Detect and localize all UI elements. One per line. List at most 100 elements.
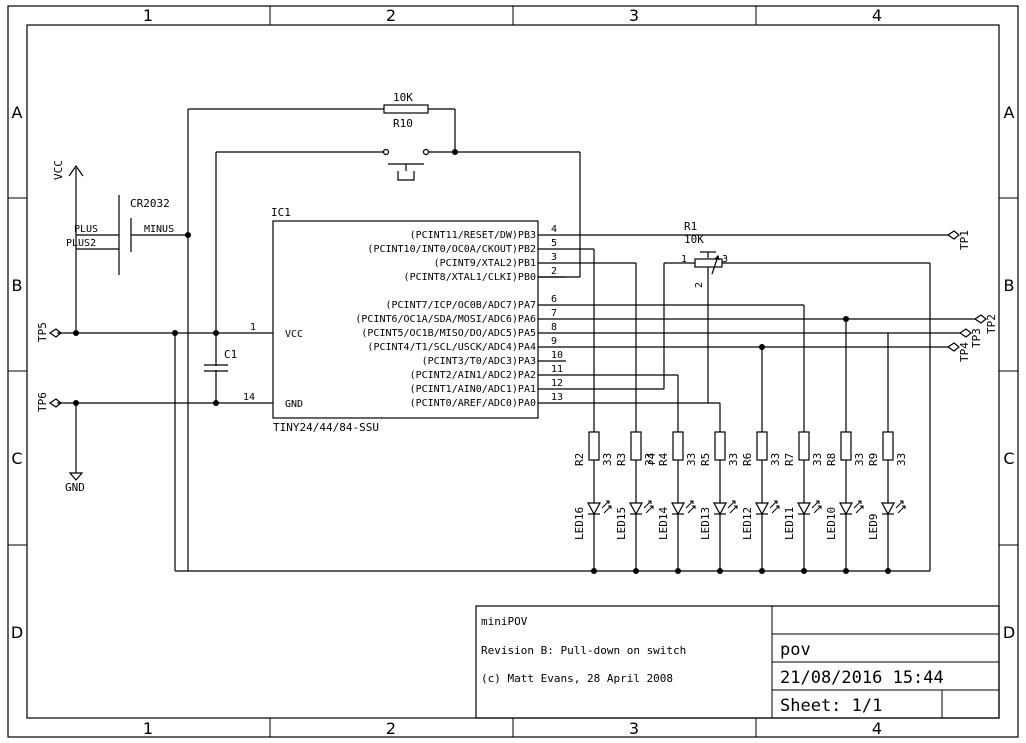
- ic1-pin-label: (PCINT7/ICP/OC0B/ADC7)PA7: [385, 300, 536, 311]
- resistor: [714, 431, 726, 461]
- junction-dot: [759, 568, 765, 574]
- led-label: LED12: [741, 507, 754, 540]
- vcc-symbol: VCC: [52, 160, 84, 333]
- tp1-label: TP1: [958, 230, 971, 250]
- ic1-pin-label: (PCINT2/AIN1/ADC2)PA2: [410, 370, 536, 381]
- ic1-pin-label: (PCINT4/T1/SCL/USCK/ADC4)PA4: [367, 342, 536, 353]
- junction-dot: [213, 330, 219, 336]
- led-label: LED9: [867, 514, 880, 541]
- resistor-name: R6: [741, 453, 754, 466]
- tp6-label: TP6: [36, 392, 49, 412]
- copyright-text: (c) Matt Evans, 28 April 2008: [481, 672, 673, 685]
- ic1-part: TINY24/44/84-SSU: [273, 421, 379, 434]
- ic1-pin-label: (PCINT10/INT0/OC0A/CKOUT)PB2: [367, 244, 536, 255]
- ic1-pin-label: (PCINT8/XTAL1/CLKI)PB0: [404, 272, 536, 283]
- supply-wiring: [57, 109, 930, 572]
- resistor-name: R7: [783, 453, 796, 466]
- led-label: LED15: [615, 507, 628, 540]
- row-label: D: [1003, 623, 1015, 642]
- col-label: 2: [386, 6, 396, 25]
- r1-name: R1: [684, 220, 697, 233]
- battery-minus-label: MINUS: [144, 224, 174, 235]
- row-label: D: [11, 623, 23, 642]
- ic1-vcc-pin: VCC: [285, 329, 303, 340]
- resistor-name: R3: [615, 453, 628, 466]
- ic1-pin-number: 7: [551, 308, 557, 319]
- col-label: 3: [629, 6, 639, 25]
- junction-dot: [633, 568, 639, 574]
- ic1-name: IC1: [271, 206, 291, 219]
- tp4-label: TP4: [958, 342, 971, 362]
- resistor: [882, 431, 894, 461]
- led-light-arrows: [727, 500, 738, 514]
- led-diode: [880, 502, 896, 516]
- tp4-symbol: [946, 342, 960, 352]
- led-diode: [628, 502, 644, 516]
- vcc-label: VCC: [52, 160, 65, 180]
- led-diode: [838, 502, 854, 516]
- resistor: [588, 431, 600, 461]
- ic1-pin-number: 12: [551, 378, 563, 389]
- col-label: 2: [386, 719, 396, 738]
- resistor-name: R9: [867, 453, 880, 466]
- row-label: B: [1004, 276, 1015, 295]
- ic1-gnd-pin: GND: [285, 399, 303, 410]
- battery-label: CR2032: [130, 197, 170, 210]
- ic1-pin-label: (PCINT1/AIN0/ADC1)PA1: [410, 384, 536, 395]
- project-name: miniPOV: [481, 615, 528, 628]
- testpoint-tp6: TP6: [36, 392, 62, 412]
- ic1-pin-label: (PCINT0/AREF/ADC0)PA0: [410, 398, 536, 409]
- resistor-name: R4: [657, 452, 670, 466]
- tp1-symbol: [946, 230, 960, 240]
- led-light-arrows: [685, 500, 696, 514]
- led-light-arrows: [769, 500, 780, 514]
- testpoint-tp5: TP5: [36, 322, 62, 342]
- resistor-value: 33: [643, 453, 656, 466]
- c1-label: C1: [224, 348, 237, 361]
- ic1-pin-number: 9: [551, 336, 557, 347]
- junction-dot: [843, 316, 849, 322]
- led-light-arrows: [811, 500, 822, 514]
- ic1-pin-number: 13: [551, 392, 563, 403]
- ic1-pin-label: (PCINT3/T0/ADC3)PA3: [422, 356, 536, 367]
- resistor-value: 33: [895, 453, 908, 466]
- junction-dot: [73, 400, 79, 406]
- col-label: 1: [143, 6, 153, 25]
- trimmer-r1: R1 10K 1 3 2: [663, 220, 930, 403]
- junction-dot: [73, 330, 79, 336]
- tp3-symbol: [958, 328, 972, 338]
- ic1-pin-number: 14: [243, 392, 255, 403]
- ic1-pin-number: 2: [551, 266, 557, 277]
- resistor-value: 33: [685, 453, 698, 466]
- battery-plus2-label: PLUS2: [66, 238, 96, 249]
- resistor: [840, 431, 852, 461]
- resistor-name: R5: [699, 453, 712, 466]
- resistor: [798, 431, 810, 461]
- junction-dot: [213, 400, 219, 406]
- row-label: C: [11, 449, 22, 468]
- ic1-pin-label: (PCINT11/RESET/DW)PB3: [410, 230, 536, 241]
- resistor-name: R2: [573, 453, 586, 466]
- junction-dot: [172, 330, 178, 336]
- r1-pin-number: 1: [681, 254, 687, 265]
- led-diode: [754, 502, 770, 516]
- ic1-pin-number: 5: [551, 238, 557, 249]
- resistor-value: 33: [769, 453, 782, 466]
- junction-dot: [717, 568, 723, 574]
- row-label: C: [1003, 449, 1014, 468]
- col-label: 4: [872, 6, 882, 25]
- resistor-value: 33: [853, 453, 866, 466]
- battery-plus-label: PLUS: [74, 224, 98, 235]
- resistor-name: R8: [825, 453, 838, 466]
- resistor-r10: 10K R10: [188, 91, 456, 152]
- ic1-pin-number: 6: [551, 294, 557, 305]
- ic1-pin-number: 3: [551, 252, 557, 263]
- row-label: A: [12, 103, 23, 122]
- ic1-pin-number: 10: [551, 350, 563, 361]
- junction-dot: [759, 344, 765, 350]
- resistor: [672, 431, 684, 461]
- battery-cr2032: CR2032 PLUS PLUS2 MINUS: [66, 195, 188, 275]
